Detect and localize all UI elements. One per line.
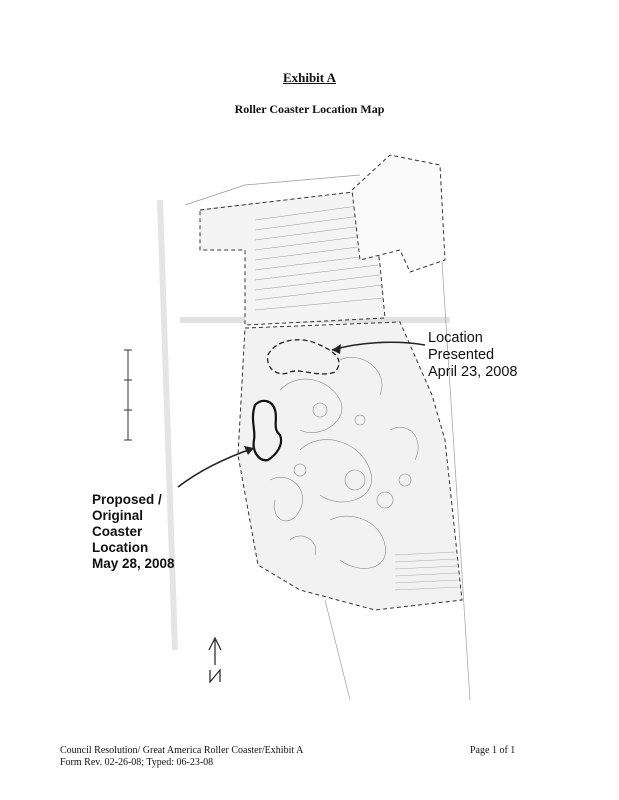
callout-line: May 28, 2008	[92, 556, 175, 571]
callout-original-location: Proposed / Original Coaster Location May…	[92, 492, 175, 572]
map-title: Roller Coaster Location Map	[234, 102, 385, 116]
footer-info: Council Resolution/ Great America Roller…	[60, 745, 303, 769]
location-presented-outline	[266, 339, 340, 375]
lower-parking-rows	[394, 551, 461, 591]
callout-line: Location	[92, 540, 149, 555]
callout-line: April 23, 2008	[428, 364, 518, 380]
callout-location-presented: Location Presented April 23, 2008	[428, 330, 517, 381]
callout-line: Original	[92, 508, 144, 523]
callout-line: Presented	[428, 347, 495, 363]
scale-bar	[124, 349, 132, 441]
original-location-outline	[251, 399, 283, 462]
callout-line: Location	[428, 330, 483, 346]
arrow-original	[177, 447, 255, 488]
callout-line: Coaster	[92, 524, 143, 539]
footer-line-1: Council Resolution/ Great America Roller…	[60, 745, 304, 756]
upper-right-lot	[351, 154, 446, 273]
page-number: Page 1 of 1	[470, 745, 516, 756]
callout-line: Proposed /	[92, 492, 162, 507]
exhibit-title: Exhibit A	[282, 70, 337, 85]
north-arrow-icon	[208, 636, 222, 684]
parking-rows	[254, 204, 384, 311]
park-boundary	[237, 321, 463, 611]
footer-line-2: Form Rev. 02-26-08; Typed: 06-23-08	[60, 757, 214, 768]
